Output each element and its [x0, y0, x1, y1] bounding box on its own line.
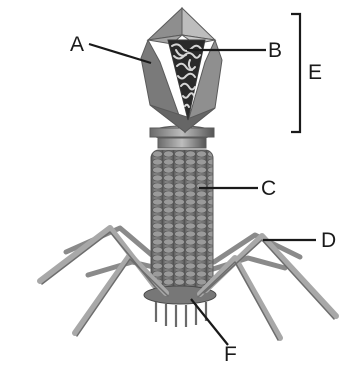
bracket-e [291, 14, 300, 132]
label-f: F [224, 344, 237, 365]
tail-sheath [151, 150, 213, 290]
label-a: A [70, 34, 84, 55]
label-d: D [321, 230, 336, 251]
label-b: B [268, 40, 282, 61]
label-e: E [308, 62, 322, 83]
label-c: C [261, 178, 276, 199]
leader-line-a [89, 44, 151, 63]
